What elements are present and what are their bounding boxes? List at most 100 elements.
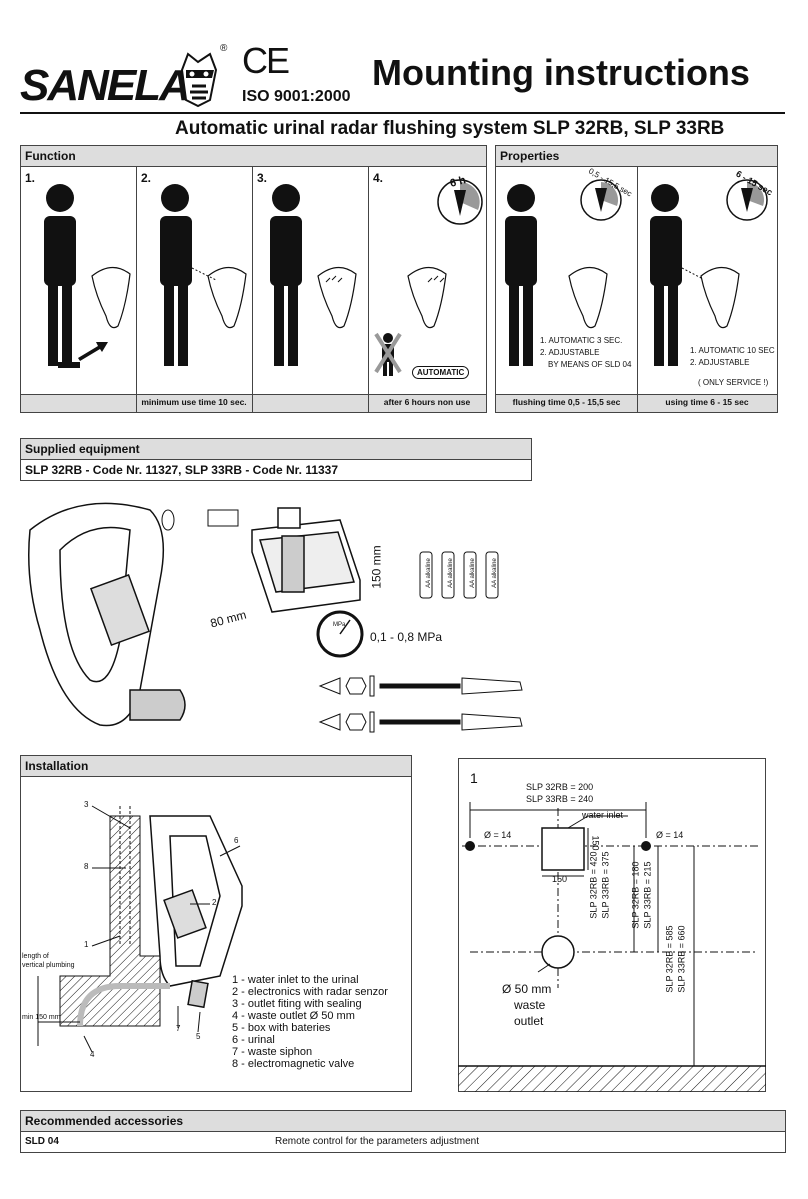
- v-inlet-33: SLP 33RB = 375: [600, 851, 611, 919]
- dia-14-right: Ø = 14: [656, 830, 684, 840]
- installation-heading: Installation: [20, 755, 412, 777]
- inlet-box: [541, 827, 585, 871]
- callout-3: 3: [84, 800, 89, 809]
- props-1-line-1: 1. AUTOMATIC 3 SEC.: [540, 336, 623, 345]
- waste-outlet-icon: [541, 935, 575, 969]
- dimension-drawing: [458, 802, 766, 1092]
- page-subtitle: Automatic urinal radar flushing system S…: [175, 118, 725, 139]
- dia-14-left: Ø = 14: [484, 830, 512, 840]
- width-32: SLP 32RB = 200: [526, 782, 594, 792]
- supplied-codes: SLP 32RB - Code Nr. 11327, SLP 33RB - Co…: [20, 459, 532, 481]
- waste-line-1: Ø 50 mm: [502, 982, 552, 996]
- installation-panel: [20, 776, 412, 1092]
- function-panel: [20, 166, 487, 413]
- brand-text: SANELA: [20, 61, 189, 110]
- timer-dial-icon: [437, 179, 483, 225]
- width-33: SLP 33RB = 240: [526, 794, 594, 804]
- callout-7: 7: [176, 1024, 181, 1033]
- min-note: min 150 mm: [22, 1014, 61, 1021]
- legend-8: 8 - electromagnetic valve: [232, 1058, 355, 1070]
- legend-6: 6 - urinal: [232, 1034, 275, 1046]
- callout-6: 6: [234, 836, 239, 845]
- props-caption-1: flushing time 0,5 - 15,5 sec: [512, 397, 621, 407]
- callout-2: 2: [212, 898, 217, 907]
- pressure-label: 0,1 - 0,8 MPa: [370, 630, 443, 644]
- callout-8: 8: [84, 862, 89, 871]
- battery-label-3: AA alkaline: [469, 558, 476, 588]
- length-note-2: vertical plumbing: [22, 962, 75, 969]
- waste-line-3: outlet: [514, 1014, 544, 1028]
- automatic-badge: AUTOMATIC: [412, 366, 470, 379]
- step-4-number: 4.: [373, 171, 384, 185]
- radar-beam-icon: [191, 267, 217, 281]
- v-floor-32: SLP 32RB = 585: [664, 925, 675, 993]
- urinal-icon: [568, 266, 740, 329]
- battery-icon: [419, 551, 499, 599]
- urinal-icon: [91, 266, 447, 329]
- props-caption-2: using time 6 - 15 sec: [665, 397, 749, 407]
- urinal-cutaway-icon: [28, 502, 186, 727]
- legend-3: 3 - outlet fiting with sealing: [232, 998, 362, 1010]
- step-3-number: 3.: [257, 171, 268, 185]
- page-title: Mounting instructions: [372, 52, 750, 93]
- legend-5: 5 - box with bateries: [232, 1022, 331, 1034]
- props-1-line-3: BY MEANS OF SLD 04: [548, 360, 632, 369]
- caption-step-4: after 6 hours non use: [383, 397, 471, 407]
- props-2-line-3: ( ONLY SERVICE !): [698, 378, 769, 387]
- person-icon: [650, 184, 682, 366]
- v-hole-32: SLP 32RB = 180: [630, 861, 641, 929]
- raccoon-icon: [180, 52, 218, 108]
- legend-2: 2 - electronics with radar senzor: [232, 986, 388, 998]
- battery-label-4: AA alkaline: [491, 558, 498, 588]
- water-drops-icon: [325, 275, 445, 283]
- legend-1: 1 - water inlet to the urinal: [232, 974, 359, 986]
- wall-section: [59, 815, 161, 1027]
- arrow-icon: [78, 342, 108, 361]
- person-icon: [44, 184, 80, 368]
- length-note-1: length of: [22, 953, 49, 960]
- accessory-desc: Remote control for the parameters adjust…: [275, 1136, 479, 1147]
- iso-label: ISO 9001:2000: [242, 88, 351, 105]
- caption-step-2: minimum use time 10 sec.: [141, 397, 247, 407]
- callout-1: 1: [84, 940, 89, 949]
- ce-mark: CE: [242, 40, 290, 81]
- supplied-heading: Supplied equipment: [20, 438, 532, 460]
- urinal-section-icon: [149, 815, 243, 1009]
- box-width: 150: [552, 874, 568, 884]
- fitting-icon: [161, 509, 239, 531]
- floor-hatch: [458, 1066, 766, 1092]
- brand-logo: SANELA: [20, 48, 220, 110]
- function-illustrations: [44, 179, 483, 376]
- pressure-gauge-icon: [316, 610, 364, 658]
- dimension-lines: [469, 802, 695, 1066]
- properties-panel: [495, 166, 778, 413]
- v-floor-33: SLP 33RB = 660: [676, 925, 687, 993]
- valve-box-icon: [251, 507, 361, 613]
- box-height: 150: [590, 835, 601, 851]
- plumbing: [37, 806, 170, 1046]
- battery-label-1: AA alkaline: [425, 558, 432, 588]
- crossed-person-icon: [374, 332, 402, 376]
- properties-heading: Properties: [495, 145, 778, 167]
- title-rule: [20, 112, 785, 114]
- function-heading: Function: [20, 145, 487, 167]
- accessories-heading: Recommended accessories: [20, 1110, 786, 1132]
- timer-dial-icon: [726, 179, 768, 221]
- legend-4: 4 - waste outlet Ø 50 mm: [232, 1010, 355, 1022]
- water-inlet-label: water inlet: [582, 810, 624, 820]
- battery-label-2: AA alkaline: [447, 558, 454, 588]
- wall-plug-icon: [318, 675, 523, 733]
- step-1-number: 1.: [25, 171, 36, 185]
- dim-150mm: 150 mm: [369, 545, 384, 589]
- props-2-line-1: 1. AUTOMATIC 10 SEC: [690, 346, 775, 355]
- registered-mark: ®: [220, 43, 228, 54]
- person-icon: [270, 184, 302, 366]
- step-2-number: 2.: [141, 171, 152, 185]
- accessories-row: [20, 1131, 786, 1153]
- installation-drawing: [37, 805, 243, 1053]
- legend-7: 7 - waste siphon: [232, 1046, 313, 1058]
- waste-line-2: waste: [514, 998, 546, 1012]
- callout-4: 4: [90, 1050, 95, 1059]
- drawing-number: 1: [470, 770, 478, 786]
- supplied-illustration: [28, 502, 523, 733]
